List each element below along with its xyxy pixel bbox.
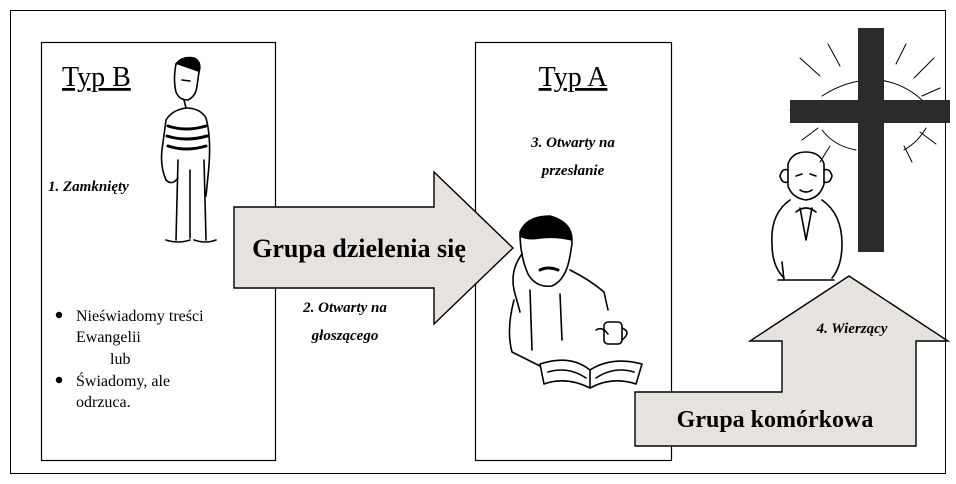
outer-frame	[10, 10, 946, 474]
type-b-stage-label: 1. Zamknięty	[48, 179, 129, 195]
bullet-1-line-2: Ewangelii	[76, 329, 141, 346]
sharing-group-label: Grupa dzielenia się	[252, 234, 466, 263]
bullet-connector: lub	[110, 351, 130, 368]
sharing-group-caption-line-1: 2. Otwarty na	[302, 300, 387, 316]
praying-man-icon	[771, 151, 843, 281]
type-b-title: Typ B	[62, 62, 131, 93]
bullet-1-line-1: Nieświadomy treści	[76, 308, 204, 325]
type-a-stage-label-line-2: przesłanie	[540, 163, 605, 179]
sharing-group-caption-line-2: głoszącego	[311, 328, 379, 344]
type-a-title: Typ A	[539, 62, 609, 93]
radiant-cross-icon	[789, 28, 950, 252]
cell-group-caption: 4. Wierzący	[816, 321, 888, 337]
standing-man-icon	[160, 56, 217, 243]
bullet-dot	[55, 376, 63, 384]
type-a-stage-label-line-1: 3. Otwarty na	[530, 135, 615, 151]
cell-group-label: Grupa komórkowa	[677, 407, 874, 433]
cell-group-arrow	[634, 275, 951, 447]
reading-man-icon	[508, 215, 643, 389]
sharing-group-arrow	[233, 170, 515, 326]
bullet-2-line-1: Świadomy, ale	[76, 371, 170, 390]
bullet-dot	[55, 311, 63, 319]
bullet-2-line-2: odrzuca.	[76, 394, 131, 411]
